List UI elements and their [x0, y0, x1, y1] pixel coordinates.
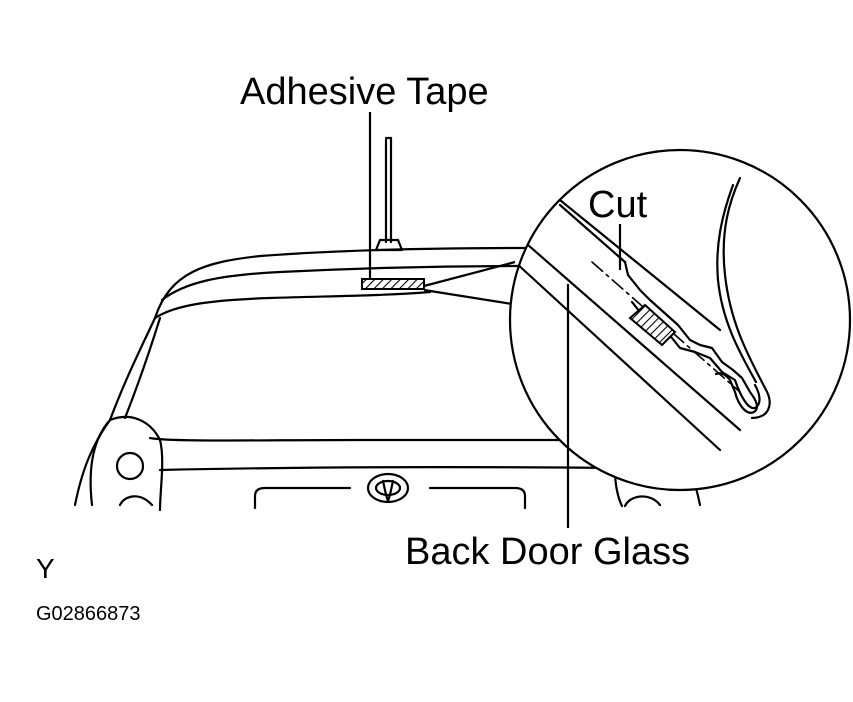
detail-adhesive-tape [628, 303, 677, 347]
back-door-glass-label: Back Door Glass [405, 531, 690, 573]
figure-code-label: G02866873 [36, 603, 141, 625]
view-letter-label: Y [36, 553, 55, 584]
cut-label: Cut [588, 184, 648, 226]
detail-magnifier [508, 148, 852, 528]
callout-wedge [423, 260, 516, 306]
adhesive-tape-label: Adhesive Tape [240, 71, 489, 113]
adhesive-tape-marker [361, 278, 425, 290]
